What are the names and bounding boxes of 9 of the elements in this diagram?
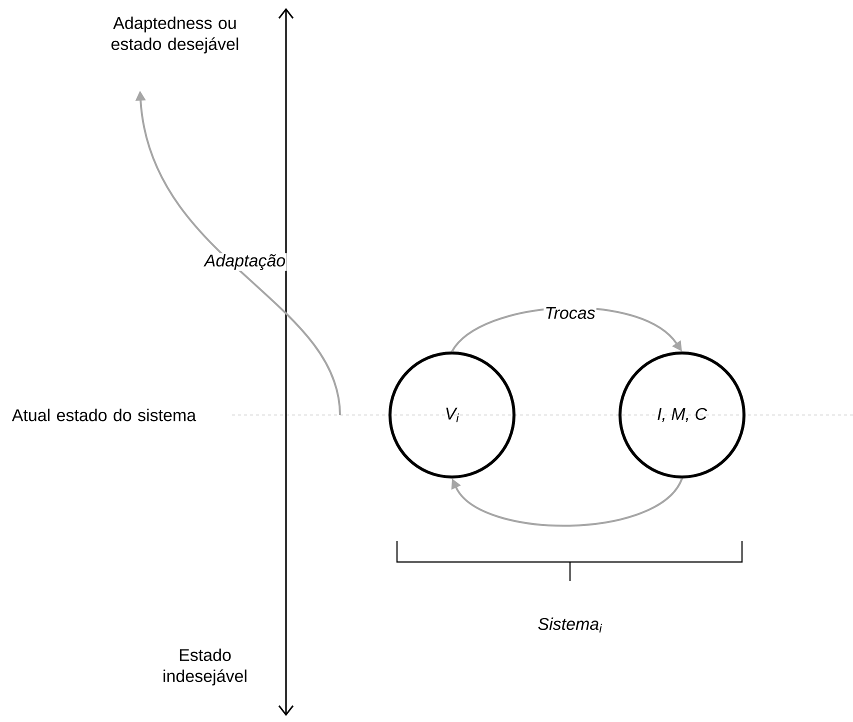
state-label: Adaptedness ou estado desejável	[111, 16, 238, 54]
bracket-label: Sistema$_{i}$	[538, 618, 602, 632]
state-label: Atual estado do sistema	[12, 408, 196, 422]
edge-label: Trocas	[544, 306, 596, 320]
circle-node: I, M, C	[618, 352, 746, 478]
state-label: Estado indesejável	[164, 648, 246, 686]
arrow	[451, 478, 683, 527]
circle-node: V$_{i}$	[388, 352, 516, 478]
edge-label: Adaptação	[203, 253, 287, 271]
